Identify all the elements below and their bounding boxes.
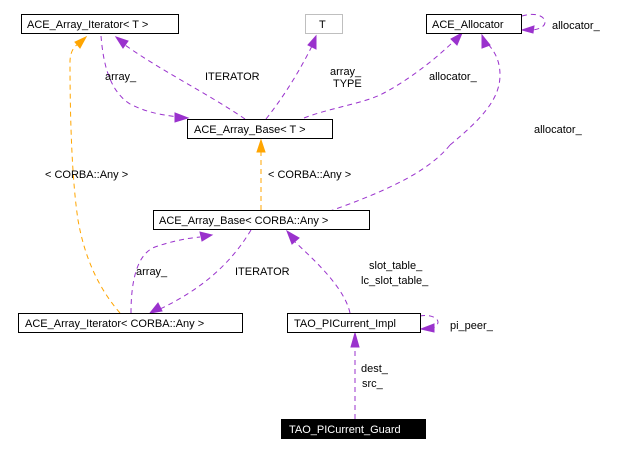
node-label: TAO_PICurrent_Impl <box>294 318 396 330</box>
edge-pi-peer-self <box>419 315 439 330</box>
node-ace-array-base-any[interactable]: ACE_Array_Base< CORBA::Any > <box>153 210 370 230</box>
label-array-type-1: array_ <box>330 66 362 78</box>
label-allocator-base-t: allocator_ <box>429 71 478 83</box>
arrowhead <box>256 138 266 153</box>
arrowhead <box>74 35 88 49</box>
arrowhead <box>419 323 435 333</box>
arrowhead <box>199 231 214 242</box>
label-iterator-t: ITERATOR <box>205 71 260 83</box>
label-allocator-self: allocator_ <box>552 20 601 32</box>
edge-slot-table <box>294 241 351 314</box>
label-slot-table-2: lc_slot_table_ <box>361 275 429 287</box>
node-ace-array-iterator-any[interactable]: ACE_Array_Iterator< CORBA::Any > <box>18 313 243 333</box>
edge-iterator-t <box>124 44 246 120</box>
label-pi-peer: pi_peer_ <box>450 320 494 332</box>
node-tao-picurrent-guard[interactable]: TAO_PICurrent_Guard <box>281 419 426 439</box>
arrowhead <box>114 36 129 49</box>
arrowhead <box>481 33 491 49</box>
node-ace-array-base-t[interactable]: ACE_Array_Base< T > <box>187 119 333 139</box>
arrowhead <box>520 25 535 34</box>
node-label: ACE_Array_Iterator< CORBA::Any > <box>25 318 204 330</box>
label-allocator-base-any: allocator_ <box>534 124 583 136</box>
edge-allocator-base-any-tail <box>329 144 451 212</box>
node-label: TAO_PICurrent_Guard <box>289 424 401 436</box>
arrowhead <box>174 112 190 123</box>
edge-array-iter-t <box>100 35 179 118</box>
node-label: ACE_Allocator <box>432 19 504 31</box>
node-ace-allocator[interactable]: ACE_Allocator <box>426 14 522 34</box>
node-label: T <box>319 19 326 31</box>
arrowhead <box>286 229 300 245</box>
arrowhead <box>148 302 163 314</box>
node-t[interactable]: T <box>305 14 343 34</box>
node-label: ACE_Array_Base< T > <box>194 124 306 136</box>
label-slot-table-1: slot_table_ <box>369 260 423 272</box>
arrowhead <box>450 31 464 46</box>
label-array-iter-any: array_ <box>136 266 168 278</box>
edge-type <box>265 45 313 120</box>
label-array-iter-t: array_ <box>105 71 137 83</box>
node-tao-picurrent-impl[interactable]: TAO_PICurrent_Impl <box>287 313 421 333</box>
edge-allocator-self <box>521 13 546 31</box>
label-dest: dest_ <box>361 363 389 375</box>
label-iterator-any: ITERATOR <box>235 266 290 278</box>
edge-iterator-any <box>159 229 252 310</box>
node-ace-array-iterator-t[interactable]: ACE_Array_Iterator< T > <box>21 14 179 34</box>
label-tmpl-base: < CORBA::Any > <box>268 169 351 181</box>
node-label: ACE_Array_Base< CORBA::Any > <box>159 215 328 227</box>
label-array-type-2: TYPE <box>333 78 362 90</box>
arrowhead <box>307 34 317 50</box>
node-label: ACE_Array_Iterator< T > <box>27 19 148 31</box>
edge-allocator-base-any <box>449 41 501 146</box>
edge-array-iter-any <box>130 236 201 314</box>
arrowhead <box>350 331 360 348</box>
label-tmpl-iter: < CORBA::Any > <box>45 169 128 181</box>
edge-tmpl-iter <box>69 43 121 314</box>
label-src: src_ <box>362 378 384 390</box>
